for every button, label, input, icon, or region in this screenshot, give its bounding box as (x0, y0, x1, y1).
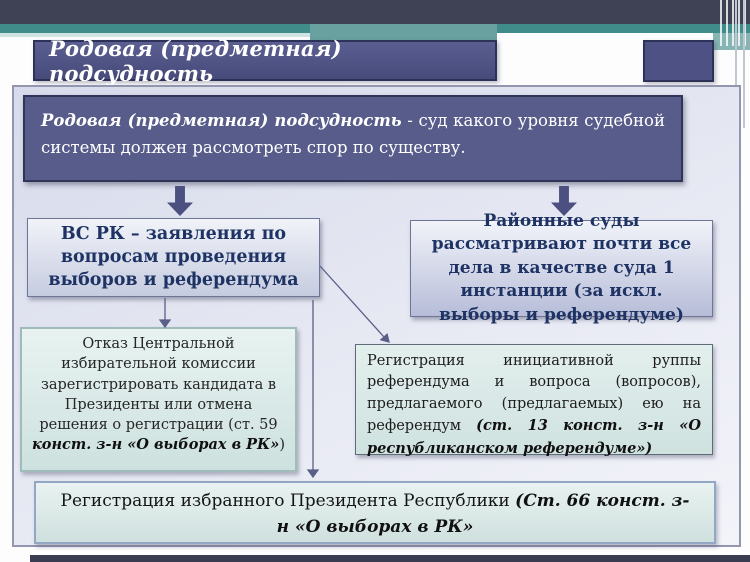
cec-refusal-law-citation: конст. з-н «О выборах в РК» (31, 436, 280, 454)
initiative-group-text: Регистрация инициативной руппы референду… (367, 353, 701, 435)
top-slate-band (0, 0, 750, 24)
title-bar: Родовая (предметная) подсудность (33, 36, 497, 86)
supreme-court-box: ВС РК – заявления по вопросам проведения… (27, 218, 320, 297)
stripe-line (743, 0, 745, 128)
teal-accent-block (310, 24, 497, 41)
cec-refusal-text: Отказ Центральной избирательной комиссии… (39, 336, 278, 434)
definition-term: Родовая (предметная) подсудность (41, 111, 402, 130)
definition-text: - суд какого уровня судебной системы дол… (41, 111, 665, 157)
purple-accent-block (643, 40, 714, 82)
district-courts-box: Районные суды рассматривают почти все де… (410, 211, 713, 325)
cec-refusal-tail: ) (279, 437, 285, 454)
initiative-group-box: Регистрация инициативной руппы референду… (355, 344, 713, 457)
slide-title: Родовая (предметная) подсудность (49, 35, 342, 86)
cec-refusal-box: Отказ Центральной избирательной комиссии… (20, 327, 297, 472)
president-registration-box: Регистрация избранного Президента Респуб… (34, 481, 716, 544)
president-registration-law-citation: (Ст. 66 конст. з-н «О выборах в РК» (276, 491, 690, 537)
supreme-court-text: ВС РК – заявления по вопросам проведения… (48, 223, 299, 291)
president-registration-text: Регистрация избранного Президента Респуб… (60, 491, 516, 511)
pale-teal-strip (0, 33, 310, 37)
stripe-line (735, 0, 737, 128)
definition-box: Родовая (предметная) подсудность - суд к… (23, 95, 683, 182)
district-courts-text: Районные суды рассматривают почти все де… (431, 210, 692, 325)
initiative-group-law-citation: (ст. 13 конст. з-н «О республиканском ре… (367, 417, 702, 457)
bottom-slate-bar (30, 555, 750, 562)
